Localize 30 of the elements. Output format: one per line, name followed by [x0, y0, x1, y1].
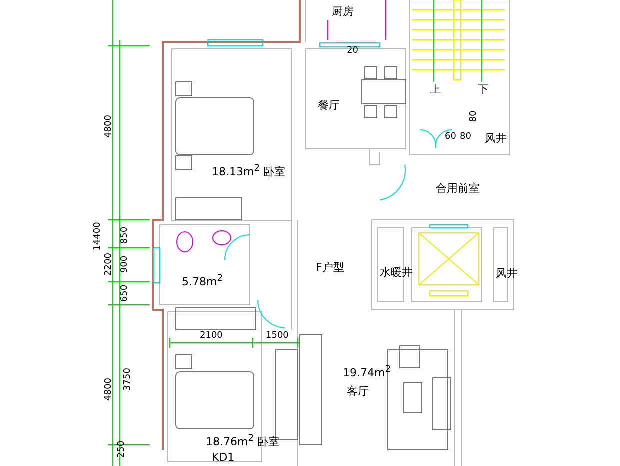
room-label: 19.74m$^{2}$: [343, 365, 392, 379]
dimension-text: 4800: [104, 378, 114, 401]
dimension-text: 900: [121, 256, 130, 274]
dimension-text: 3750: [124, 368, 133, 391]
room-label: 18.76m$^{2}$ 卧室: [206, 434, 280, 448]
room-label: 客厅: [347, 386, 369, 397]
door-code-label: KD1: [212, 452, 235, 463]
dimension-text: 20: [347, 47, 358, 56]
dimension-text: 2200: [104, 253, 114, 276]
dimension-text: 14400: [94, 222, 103, 251]
dimension-text: 80: [460, 133, 472, 142]
room-label: 风井: [496, 268, 518, 279]
dimension-text: 650: [121, 284, 130, 302]
dimension-text: 4800: [104, 115, 114, 138]
room-label: 餐厅: [318, 100, 340, 111]
stair-direction-label: 下: [478, 84, 489, 95]
room-label: 风井: [485, 133, 507, 144]
room-label: 5.78m$^{2}$: [182, 274, 224, 288]
dimension-text: 60: [445, 133, 456, 142]
room-label: 18.13m$^{2}$ 卧室: [212, 164, 286, 178]
dimension-text: 250: [118, 440, 128, 458]
stair-direction-label: 上: [430, 84, 441, 95]
room-label: 合用前室: [436, 183, 480, 194]
room-label: 厨房: [332, 6, 354, 17]
dimension-text: 80: [470, 110, 480, 122]
dimension-text: 850: [121, 226, 130, 244]
dimension-text: 2100: [200, 332, 223, 341]
room-label: 水暖井: [380, 267, 413, 278]
room-label: F户型: [316, 262, 344, 273]
dimension-text: 1500: [266, 332, 289, 341]
